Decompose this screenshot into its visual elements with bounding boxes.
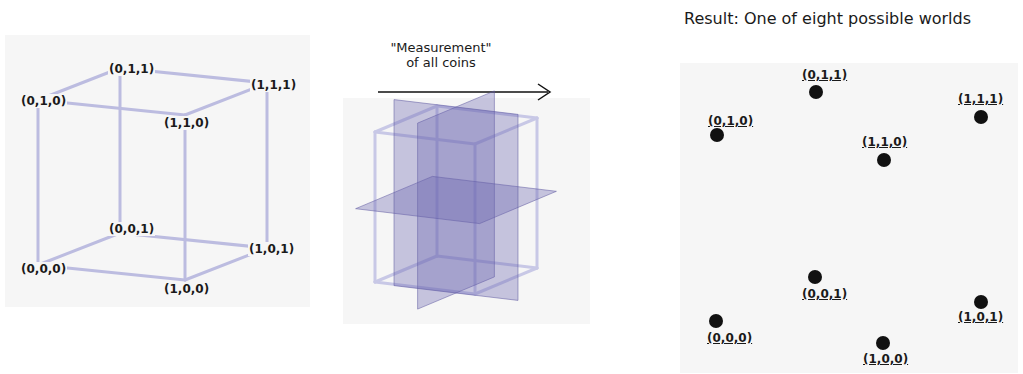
arrow-head — [538, 84, 550, 100]
world-dot — [808, 270, 822, 284]
world-dot — [709, 314, 723, 328]
cube-edge — [266, 83, 269, 248]
right-panel — [680, 63, 1018, 373]
world-label: (1,1,0) — [861, 135, 908, 149]
world-label: (1,0,1) — [957, 310, 1004, 324]
cube-edge — [37, 100, 40, 265]
world-label: (0,0,0) — [706, 331, 753, 345]
world-label: (0,0,1) — [801, 287, 848, 301]
vertex-label: (1,1,1) — [250, 78, 297, 92]
vertex-label: (0,1,0) — [20, 94, 67, 108]
cube-edge — [38, 233, 120, 265]
cut-plane — [394, 100, 518, 301]
arrow-line — [378, 91, 548, 93]
world-dot — [809, 85, 823, 99]
cube-edge — [119, 68, 122, 233]
middle-panel — [343, 98, 590, 324]
vertex-label: (1,0,1) — [248, 242, 295, 256]
vertex-label: (0,0,0) — [20, 262, 67, 276]
cube-middle — [356, 91, 557, 309]
world-label: (0,1,0) — [707, 114, 754, 128]
arrow-label: "Measurement" of all coins — [386, 40, 496, 70]
world-dot — [876, 336, 890, 350]
world-label: (0,1,1) — [801, 68, 848, 82]
vertex-label: (0,0,1) — [108, 222, 155, 236]
world-label: (1,0,0) — [862, 352, 909, 366]
left-panel — [5, 35, 310, 307]
world-label: (1,1,1) — [957, 92, 1004, 106]
world-dot — [877, 153, 891, 167]
cube-left — [38, 68, 267, 280]
vertex-label: (1,0,0) — [163, 282, 210, 296]
vertex-label: (0,1,1) — [108, 62, 155, 76]
panel-title: Result: One of eight possible worlds — [684, 10, 971, 28]
world-dot — [710, 128, 724, 142]
cube-edge — [184, 115, 187, 280]
world-dot — [974, 110, 988, 124]
vertex-label: (1,1,0) — [163, 116, 210, 130]
world-dot — [974, 295, 988, 309]
